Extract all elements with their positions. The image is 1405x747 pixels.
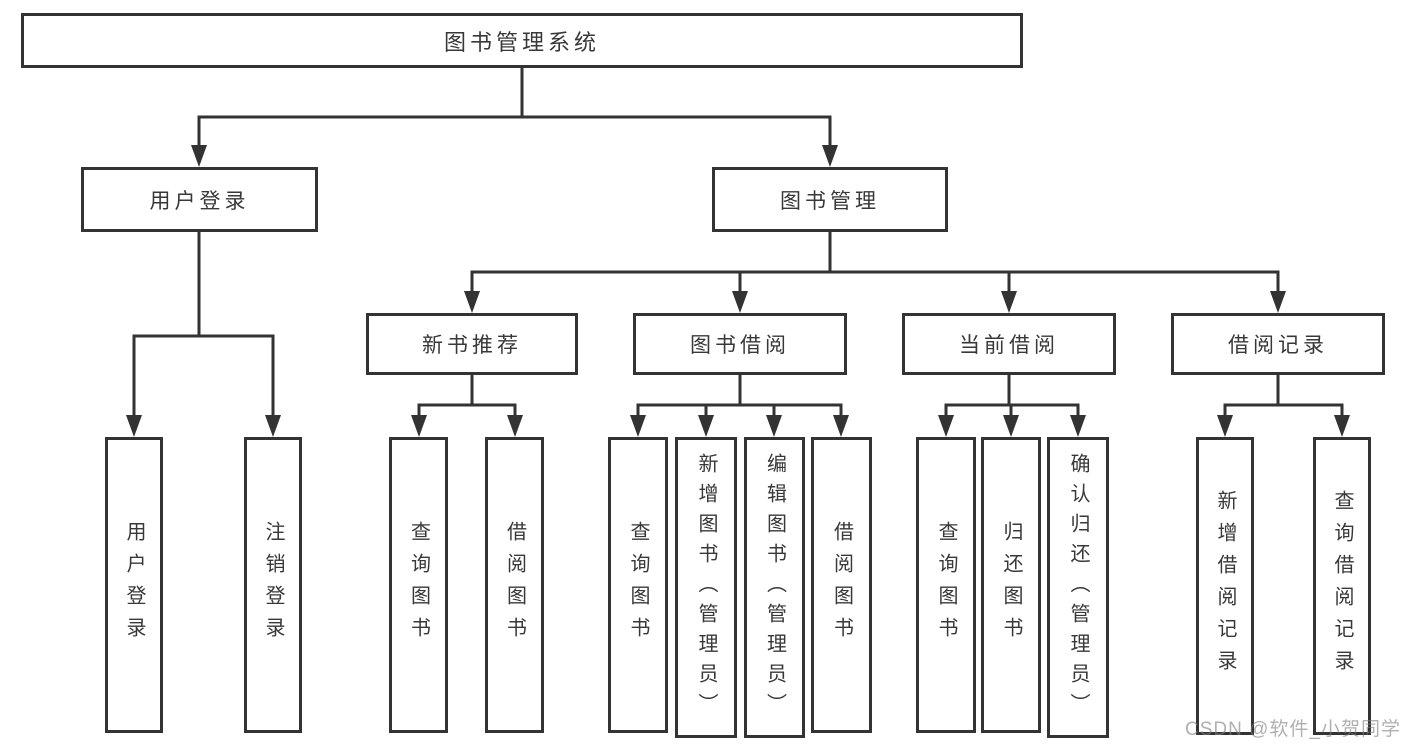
node-new-book-recommend: 新书推荐 — [366, 313, 578, 375]
leaf-recommend-query-books: 查询图书 — [389, 437, 448, 733]
leaf-borrow-books: 借阅图书 — [811, 437, 872, 733]
leaf-current-query-books: 查询图书 — [916, 437, 976, 733]
leaf-return-books: 归还图书 — [981, 437, 1041, 733]
connector-new-book-recommend-group — [411, 373, 523, 437]
connector-book-management-group — [464, 230, 1286, 313]
leaf-recommend-borrow-books: 借阅图书 — [485, 437, 544, 733]
node-borrow-records: 借阅记录 — [1171, 313, 1385, 375]
leaf-user-login: 用户登录 — [105, 437, 163, 733]
node-book-borrow: 图书借阅 — [633, 313, 847, 375]
connector-user-login-group — [126, 230, 281, 437]
leaf-borrow-query-books: 查询图书 — [608, 437, 668, 733]
connector-current-borrow-group — [938, 373, 1086, 437]
leaf-edit-books-admin: 编辑图书（管理员） — [744, 437, 805, 738]
leaf-add-books-admin: 新增图书（管理员） — [675, 437, 737, 738]
connector-borrow-records-group — [1217, 373, 1350, 437]
node-current-borrow: 当前借阅 — [902, 313, 1116, 375]
csdn-watermark: CSDN @软件_小贺同学 — [1185, 719, 1401, 740]
leaf-add-borrow-record: 新增借阅记录 — [1196, 437, 1254, 735]
node-book-management: 图书管理 — [712, 167, 948, 232]
leaf-logout: 注销登录 — [244, 437, 302, 733]
connector-book-borrow-group — [630, 373, 849, 437]
connector-root-to-level2 — [191, 66, 838, 167]
node-user-login: 用户登录 — [81, 167, 318, 232]
node-root-library-system: 图书管理系统 — [21, 13, 1023, 68]
leaf-confirm-return-admin: 确认归还（管理员） — [1047, 437, 1109, 738]
leaf-query-borrow-record: 查询借阅记录 — [1313, 437, 1371, 735]
